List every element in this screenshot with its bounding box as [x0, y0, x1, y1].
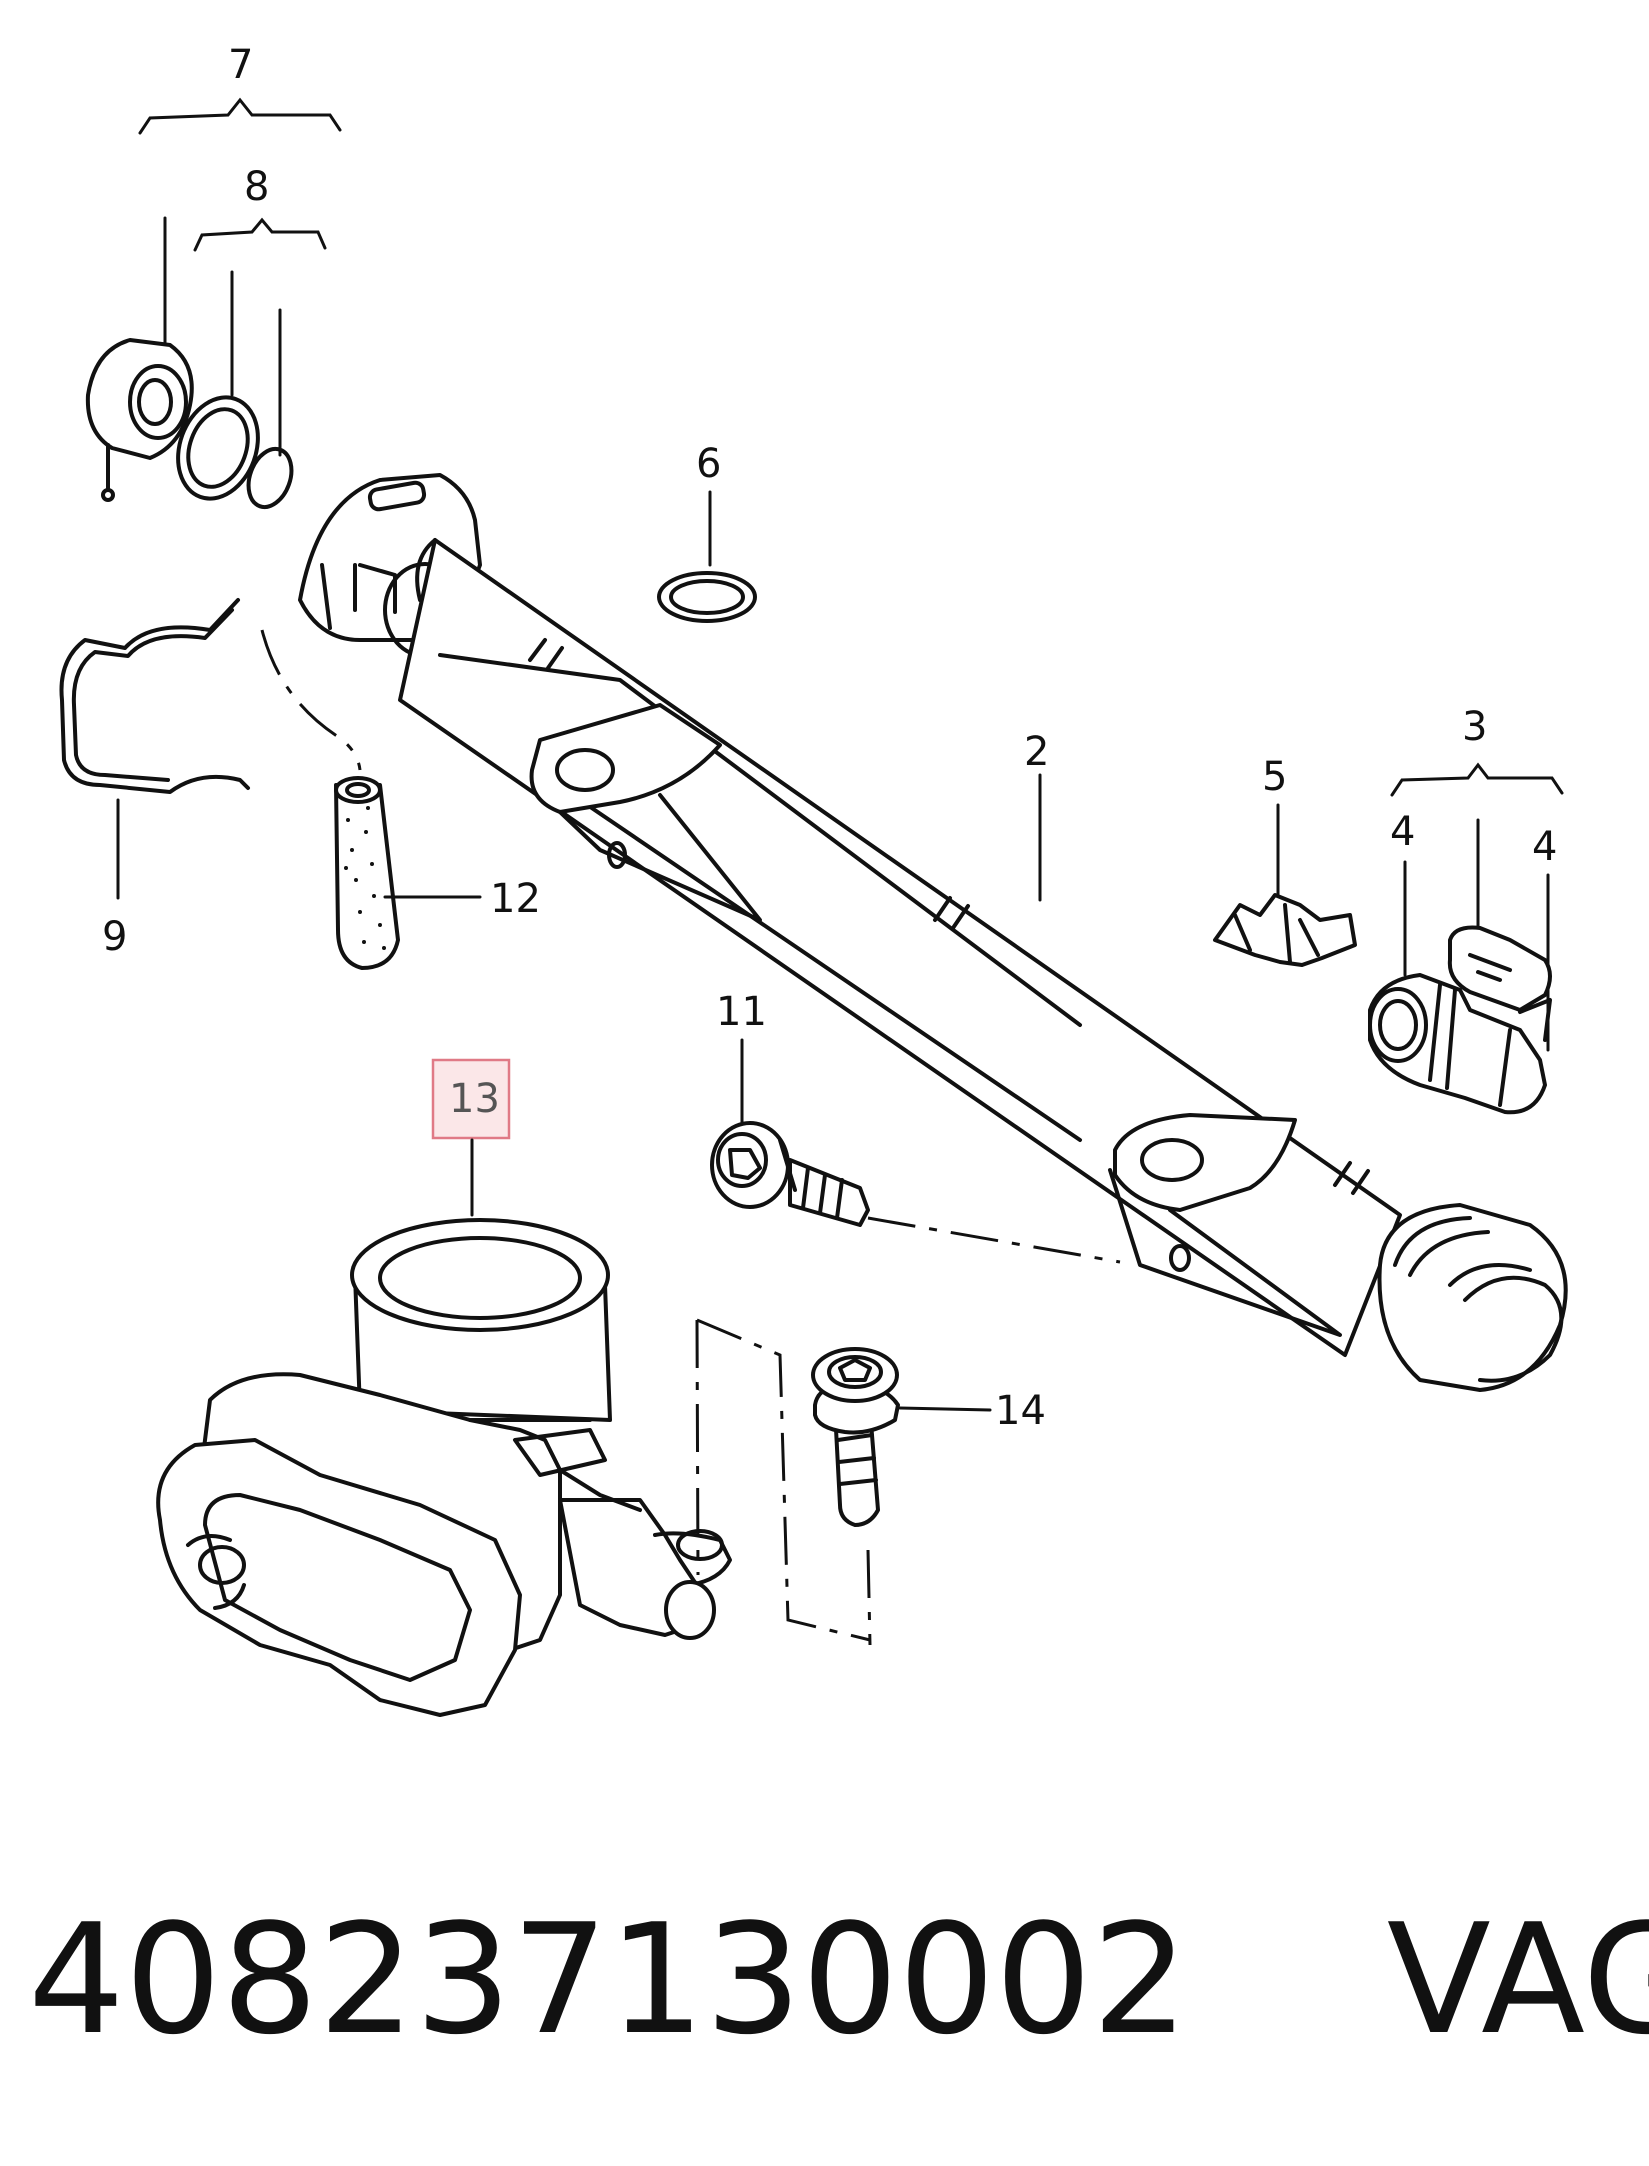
- filter-cap-part-7: [85, 338, 194, 502]
- callout-7: 7: [228, 42, 253, 88]
- throttle-body-part-13: [156, 1218, 732, 1717]
- bracket-3: [1390, 762, 1564, 797]
- part-caption: 40823713000­2 VAG: [28, 1880, 1649, 2080]
- callout-9: 9: [102, 914, 127, 960]
- brand-name: VAG: [1386, 1891, 1649, 2068]
- spring-clip-part-9: [59, 598, 250, 794]
- o-ring-part-8: [246, 446, 294, 510]
- bracket-8: [193, 217, 327, 252]
- callout-8: 8: [244, 164, 269, 210]
- callout-4a: 4: [1390, 809, 1415, 855]
- leader-14: [898, 1406, 992, 1412]
- fuel-rail-part-2: [298, 473, 1568, 1392]
- callout-11: 11: [716, 989, 767, 1035]
- callout-13: 13: [449, 1076, 500, 1122]
- part-number: 40823713000­2: [28, 1891, 1189, 2068]
- bracket-7: [138, 97, 342, 135]
- callout-3: 3: [1462, 704, 1487, 750]
- assembly-line-12: [260, 629, 362, 771]
- callout-14: 14: [995, 1388, 1046, 1434]
- seal-ring-part-6: [657, 571, 757, 623]
- clip-part-5: [1213, 893, 1357, 967]
- bolt-part-11: [710, 1121, 870, 1227]
- callout-5: 5: [1262, 754, 1287, 800]
- assembly-line-11: [867, 1216, 1121, 1264]
- injector-part-3: [1368, 925, 1552, 1115]
- assembly-line-14: [866, 1549, 872, 1646]
- callout-6: 6: [696, 441, 721, 487]
- seal-ring-part-8: [176, 395, 260, 501]
- callout-2: 2: [1024, 729, 1049, 775]
- hose-part-12: [334, 776, 400, 970]
- highlight-frame-13: [431, 1058, 511, 1140]
- callout-12: 12: [490, 876, 541, 922]
- assembly-line-13b: [696, 1318, 871, 1642]
- callout-4b: 4: [1532, 824, 1557, 870]
- bolt-part-14: [811, 1347, 900, 1527]
- assembly-line-13a: [695, 1319, 700, 1576]
